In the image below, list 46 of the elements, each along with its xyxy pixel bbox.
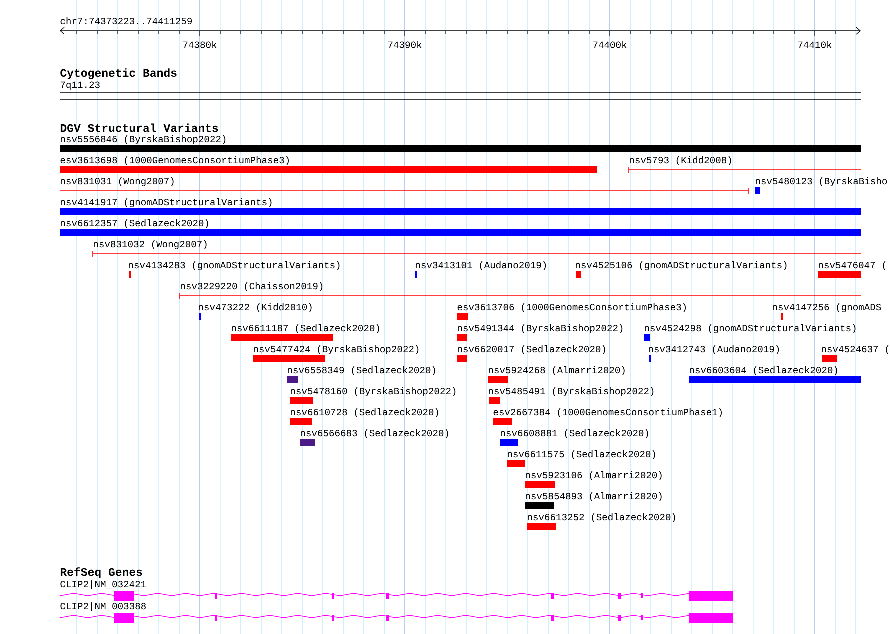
variant-label: esv3613698 (1000GenomesConsortiumPhase3) [60,156,289,166]
variant-label: nsv6608881 (Sedlazeck2020) [501,430,648,438]
variant-label: nsv6613252 (Sedlazeck2020) [528,514,676,522]
tick-label: 74410k [798,41,832,48]
variant-label: nsv831032 (Wong2007) [94,240,207,250]
variant-label: nsv5556846 (ByrskaBishop2022) [61,136,226,144]
variant-label: nsv6612357 (Sedlazeck2020) [61,220,208,228]
variant-label: nsv5491344 (ByrskaBishop2022) [458,324,623,334]
variant-label: esv3613706 (1000GenomesConsortiumPhase3) [458,304,686,312]
tick-label: chr7:74373223..74411259 [60,17,192,25]
variant-label: nsv4524298 (gnomADStructuralVariants) [645,324,856,334]
variant-label: nsv5485491 (ByrskaBishop2022) [489,388,654,396]
variant-label: nsv831031 (Wong2007) [61,178,174,186]
variant-label: nsv6610728 (Sedlazeck2020) [291,408,438,418]
gene-label: CLIP2|NM_003388 [60,602,146,612]
variant-label: nsv3412743 (Audano2019) [649,346,780,354]
variant-label: nsv4134283 (gnomADStructuralVariants) [129,262,340,270]
variant-label: esv2667384 (1000GenomesConsortiumPhase1) [494,408,722,418]
variant-label: nsv5477424 (ByrskaBishop2022) [254,346,419,354]
variant-label: nsv3229220 (Chaisson2019) [181,282,323,292]
band-label: 7q11.23 [60,82,100,90]
tick-label: 74400k [593,41,627,48]
variant-label: nsv5478160 (ByrskaBishop2022) [291,388,456,396]
variant-label: nsv4525106 (gnomADStructuralVariants) [576,262,787,270]
variant-label: nsv473222 (Kidd2010) [199,304,312,312]
variant-label: nsv5923106 (Almarri2020) [526,472,662,480]
variant-label: nsv6611187 (Sedlazeck2020) [232,324,380,334]
variant-label: nsv4147256 (gnomADS [773,304,882,312]
variant-label: nsv4524637 ( [822,346,889,354]
variant-label: nsv5480123 (ByrskaBisho [756,178,888,186]
variant-label: nsv6603604 (Sedlazeck2020) [690,366,838,376]
variant-label: nsv6620017 (Sedlazeck2020) [458,346,606,354]
variant-label: nsv6558349 (Sedlazeck2020) [288,366,436,376]
variant-label: nsv5476047 ( [819,262,886,270]
track-title: RefSeq Genes [60,568,142,578]
gene-label: CLIP2|NM_032421 [60,580,146,590]
tick-label: 74380k [183,41,217,48]
variant-label: nsv6566683 (Sedlazeck2020) [301,430,448,438]
tick-label: 74390k [388,41,422,48]
variant-label: nsv5854893 (Almarri2020) [526,492,662,502]
variant-label: nsv3413101 (Audano2019) [416,262,546,270]
variant-label: nsv5924268 (Almarri2020) [489,366,625,376]
variant-label: nsv5793 (Kidd2008) [630,156,732,166]
track-title: DGV Structural Variants [60,124,218,132]
variant-label: nsv6611575 (Sedlazeck2020) [508,450,656,460]
variant-label: nsv4141917 (gnomADStructuralVariants) [61,198,272,208]
